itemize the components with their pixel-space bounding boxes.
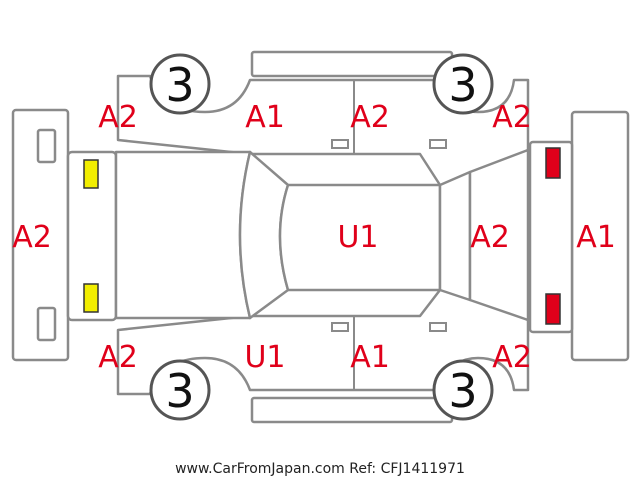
bottom-rail	[250, 396, 454, 424]
front-bumper-slot-top	[36, 128, 57, 164]
front-light-top	[83, 159, 99, 189]
tire-rear-right	[432, 359, 494, 421]
rear-light-bottom	[545, 293, 561, 325]
front-bumper-slot-bottom	[36, 306, 57, 342]
top-front-door-handle	[331, 139, 349, 149]
top-rear-door-handle	[429, 139, 447, 149]
tire-front-left	[149, 53, 211, 115]
code-front-right-door: U1	[244, 340, 285, 375]
tire-rear-left	[432, 53, 494, 115]
code-front-right-corner: A2	[98, 340, 138, 375]
code-front-bumper: A2	[12, 220, 52, 255]
tire-rear-left-label: 3	[448, 58, 477, 112]
footer-watermark: www.CarFromJapan.com Ref: CFJ1411971	[175, 461, 465, 477]
rear-glass	[438, 170, 472, 302]
bottom-front-door-handle	[331, 322, 349, 332]
hood-body	[114, 150, 252, 320]
code-front-left-door: A1	[245, 100, 285, 135]
rear-light-top	[545, 147, 561, 179]
code-rear-right-door: A1	[350, 340, 390, 375]
tailgate-panel	[468, 148, 530, 322]
roof	[278, 183, 442, 292]
bottom-rear-door-handle	[429, 322, 447, 332]
code-front-left-corner: A2	[98, 100, 138, 135]
code-rear-left-door: A2	[350, 100, 390, 135]
front-light-bottom	[83, 283, 99, 313]
code-rear-glass-panel: A2	[470, 220, 510, 255]
tire-front-right	[149, 359, 211, 421]
tire-front-left-label: 3	[165, 58, 194, 112]
rear-light-bar	[528, 140, 574, 334]
code-rear-bumper: A1	[576, 220, 616, 255]
top-rail	[250, 50, 454, 78]
code-rear-right-corner: A2	[492, 340, 532, 375]
code-roof: U1	[337, 220, 378, 255]
tire-rear-right-label: 3	[448, 364, 477, 418]
tire-front-right-label: 3	[165, 364, 194, 418]
code-rear-left-corner: A2	[492, 100, 532, 135]
